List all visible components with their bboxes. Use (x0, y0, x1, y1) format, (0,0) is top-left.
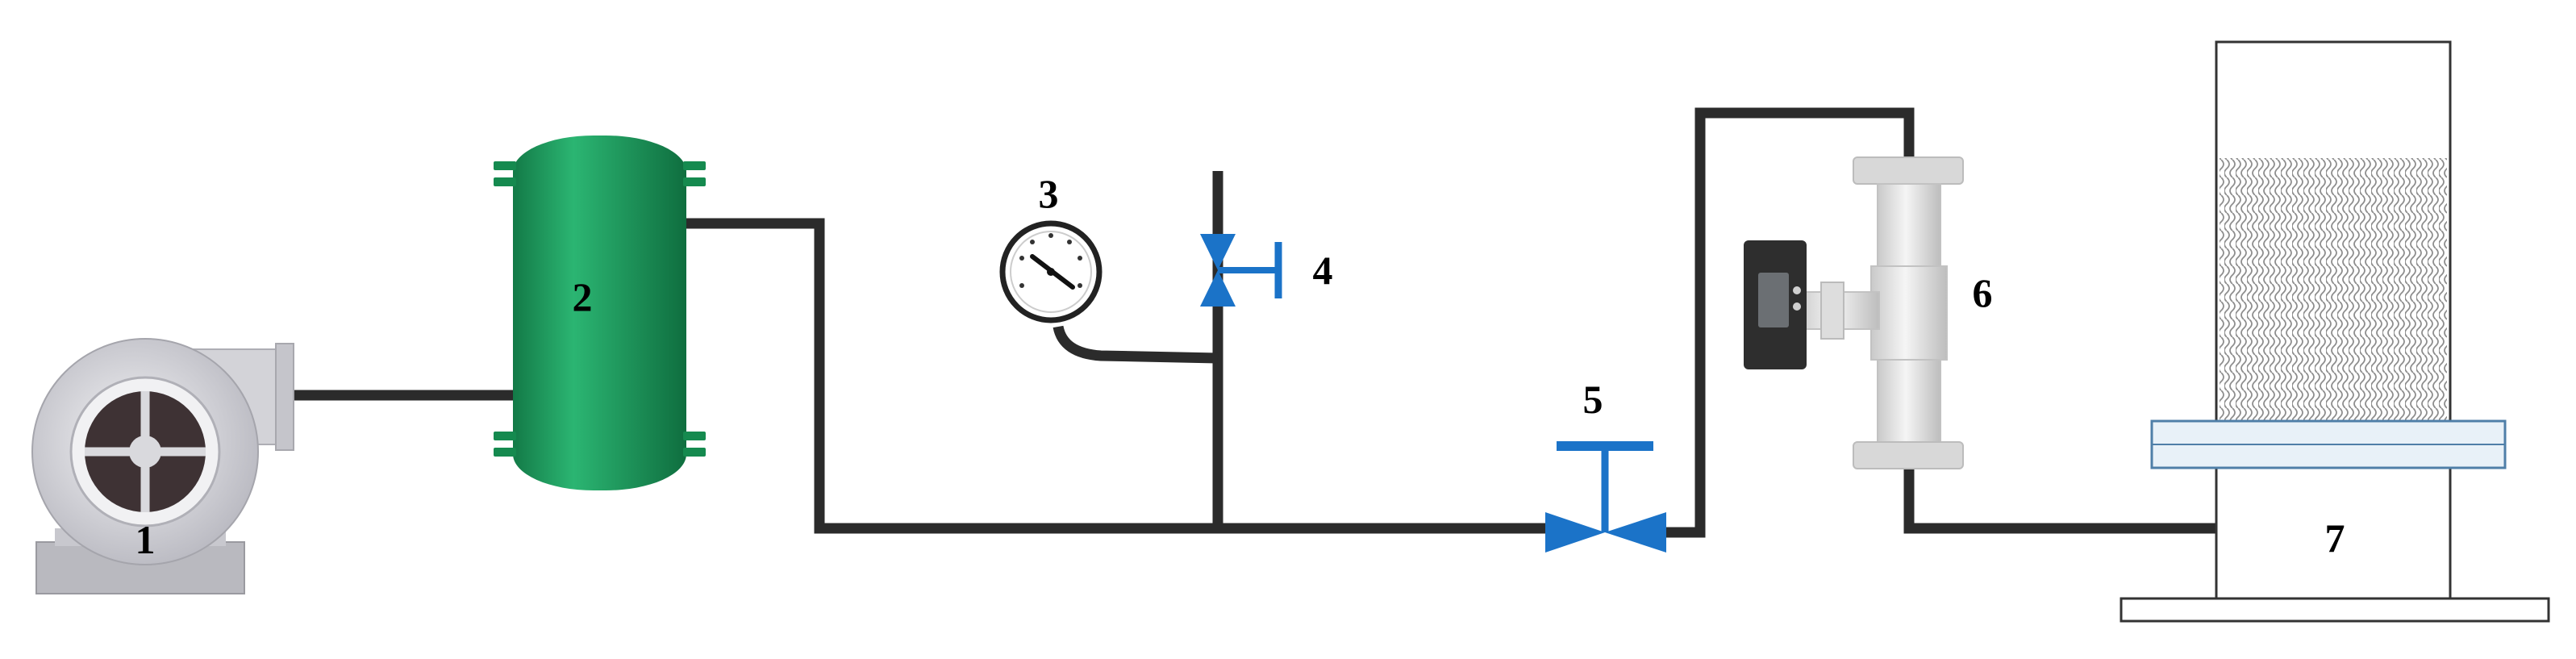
pressure-gauge: 3 (999, 171, 1103, 323)
flowmeter-button-icon (1793, 302, 1801, 311)
flowmeter-top-flange (1853, 156, 1964, 185)
flowmeter-button-icon (1793, 286, 1801, 294)
fan-center (129, 436, 161, 468)
flowmeter-sensor-collar (1820, 282, 1844, 340)
flowmeter-display-screen (1758, 273, 1789, 327)
pipe-gauge-tap (1052, 325, 1219, 364)
gauge-ticks (1019, 233, 1082, 288)
bleed-valve-bottom-triangle (1200, 270, 1236, 307)
fan-label: 1 (135, 517, 156, 562)
column-packing-bed (2220, 158, 2447, 423)
control-valve-right-triangle (1605, 512, 1666, 553)
tank-body (513, 136, 686, 490)
flowmeter-bottom-flange (1853, 441, 1964, 469)
bleed-valve: 4 (1200, 234, 1333, 307)
control-valve-label: 5 (1583, 377, 1603, 422)
flowmeter-mid-band (1870, 265, 1948, 361)
control-valve: 5 (1545, 377, 1666, 553)
packed-column: 7 (2120, 40, 2550, 623)
flowmeter-label: 6 (1973, 270, 1993, 315)
bleed-valve-label: 4 (1313, 248, 1333, 293)
column-base-plate (2120, 597, 2550, 623)
bleed-valve-top-triangle (1200, 234, 1236, 270)
gauge-label: 3 (1039, 171, 1059, 216)
tank-flanges (494, 161, 706, 457)
buffer-tank: 2 (494, 136, 706, 490)
pipe-meter-to-column (1903, 464, 2216, 534)
control-valve-left-triangle (1545, 512, 1605, 553)
fan-outlet-flange (275, 343, 294, 451)
column-label: 7 (2325, 515, 2345, 561)
tank-label: 2 (573, 274, 593, 319)
pipe-valve-to-meter (1653, 107, 1915, 538)
column-lower-section (2215, 466, 2452, 600)
fan-blower: 1 (31, 338, 294, 594)
piping (289, 107, 2216, 538)
flowmeter: 6 (1744, 156, 1993, 469)
pipe-main-line (682, 218, 1561, 534)
gauge-pivot (1047, 268, 1055, 276)
